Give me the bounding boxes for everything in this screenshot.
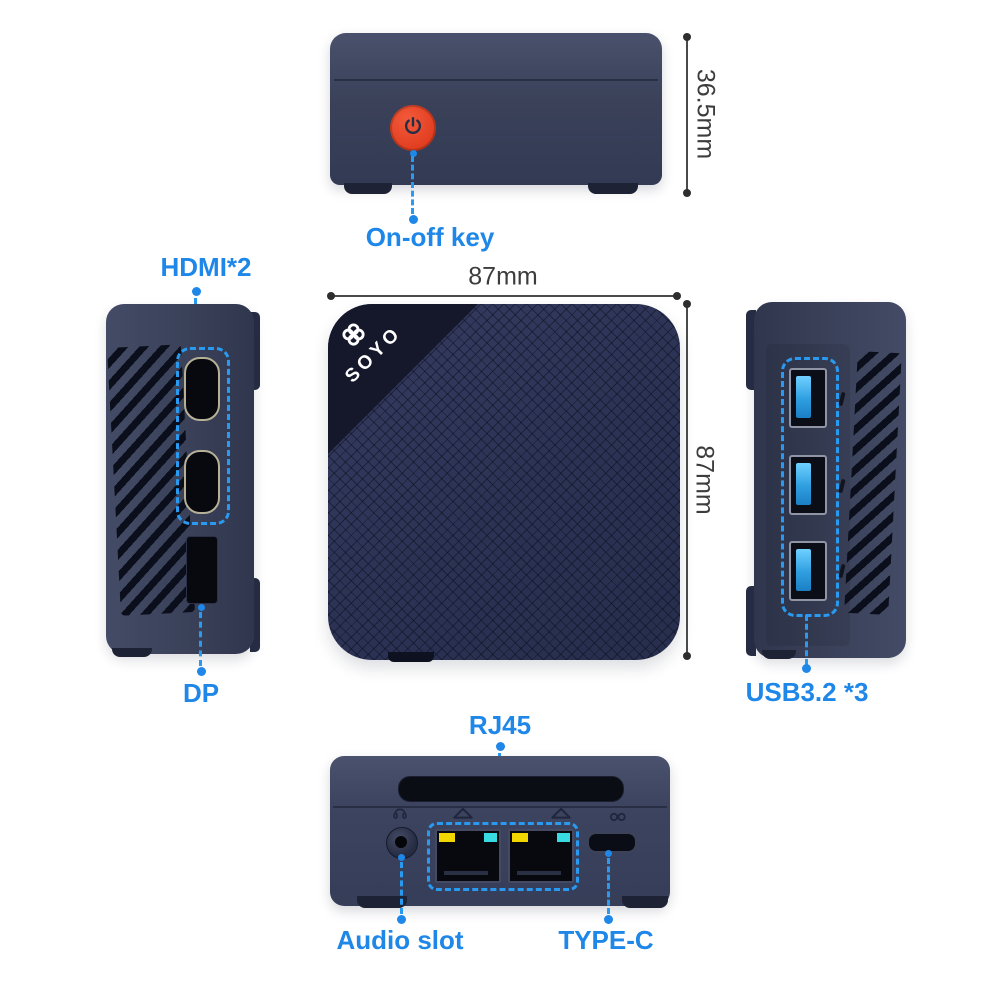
power-button — [390, 105, 436, 151]
typec-callout-line — [607, 858, 610, 914]
audio-anchor-dot — [398, 854, 405, 861]
depth-dim-dot-bottom — [683, 652, 691, 660]
power-icon — [402, 115, 424, 142]
hdmi-port-2 — [184, 450, 220, 514]
usb-highlight-box — [781, 357, 839, 617]
dp-callout-line — [199, 612, 202, 666]
rear-vent-slot — [398, 776, 624, 802]
right-view-tab-top — [746, 310, 756, 390]
typec-port — [587, 832, 637, 853]
usb-label: USB3.2 *3 — [745, 677, 869, 707]
width-dimension-line — [330, 295, 678, 297]
height-dimension-line — [686, 36, 688, 194]
rj45-port-2 — [508, 829, 574, 883]
top-view-body: SOYO — [328, 304, 680, 660]
soyo-logo: SOYO — [328, 304, 426, 407]
onoff-label: On-off key — [365, 222, 495, 252]
right-view-tab-bottom — [746, 586, 756, 656]
front-foot-right — [588, 183, 638, 194]
onoff-callout-line — [411, 156, 414, 214]
rear-foot-right — [622, 896, 668, 908]
height-dim-dot-bottom — [683, 189, 691, 197]
audio-jack — [386, 827, 418, 859]
usb-callout-dot — [802, 664, 811, 673]
usb-port-3 — [789, 541, 827, 601]
rear-foot-left — [357, 896, 407, 908]
usb-tongue — [796, 463, 811, 505]
usb-port-1 — [789, 368, 827, 428]
front-view-body — [330, 33, 662, 185]
front-foot-left — [344, 183, 392, 194]
typec-anchor-dot — [605, 850, 612, 857]
hdmi-highlight-box — [176, 347, 230, 525]
rj45-label: RJ45 — [468, 710, 532, 740]
width-dim-dot-right — [673, 292, 681, 300]
left-view-tab-bottom — [250, 578, 260, 652]
dp-anchor-dot — [198, 604, 205, 611]
soyo-logo-icon — [335, 316, 375, 356]
audio-label: Audio slot — [336, 925, 464, 955]
width-dimension-label: 87mm — [468, 262, 538, 291]
rj45-pin-step — [444, 871, 488, 875]
rj45-highlight-box — [427, 822, 579, 891]
top-view-tab — [388, 652, 434, 662]
front-lid-seam — [334, 79, 658, 81]
rj45-led-yellow — [512, 833, 528, 842]
rj45-led-yellow — [439, 833, 455, 842]
ethernet-icon-1 — [452, 806, 474, 825]
dp-callout-dot — [197, 667, 206, 676]
rj45-pin-step — [517, 871, 561, 875]
depth-dimension-line — [686, 303, 688, 657]
typec-callout-dot — [604, 915, 613, 924]
depth-dim-dot-top — [683, 300, 691, 308]
onoff-anchor-dot — [410, 150, 417, 157]
typec-label: TYPE-C — [558, 925, 654, 955]
ethernet-icon-2 — [550, 806, 572, 825]
usb-tongue — [796, 549, 811, 591]
rj45-callout-dot — [496, 742, 505, 751]
usb-tongue — [796, 376, 811, 418]
hdmi-port-1 — [184, 357, 220, 421]
audio-jack-hole — [395, 836, 407, 848]
audio-callout-dot — [397, 915, 406, 924]
rj45-led-green — [484, 833, 497, 842]
rj45-port-1 — [435, 829, 501, 883]
hdmi-callout-dot — [192, 287, 201, 296]
right-view-foot — [762, 650, 796, 659]
onoff-callout-dot — [409, 215, 418, 224]
left-view-tab-top — [250, 312, 260, 390]
rj45-led-green — [557, 833, 570, 842]
usb-callout-line — [805, 615, 808, 665]
left-view-foot — [112, 648, 152, 657]
dp-label: DP — [182, 678, 220, 708]
height-dim-dot-top — [683, 33, 691, 41]
headphone-icon — [392, 805, 408, 826]
dp-port — [186, 536, 218, 604]
hdmi-label: HDMI*2 — [160, 252, 252, 282]
usb-c-icon — [609, 809, 627, 827]
rear-lid-seam — [333, 806, 667, 808]
usb-port-2 — [789, 455, 827, 515]
audio-callout-line — [400, 862, 403, 914]
width-dim-dot-left — [327, 292, 335, 300]
